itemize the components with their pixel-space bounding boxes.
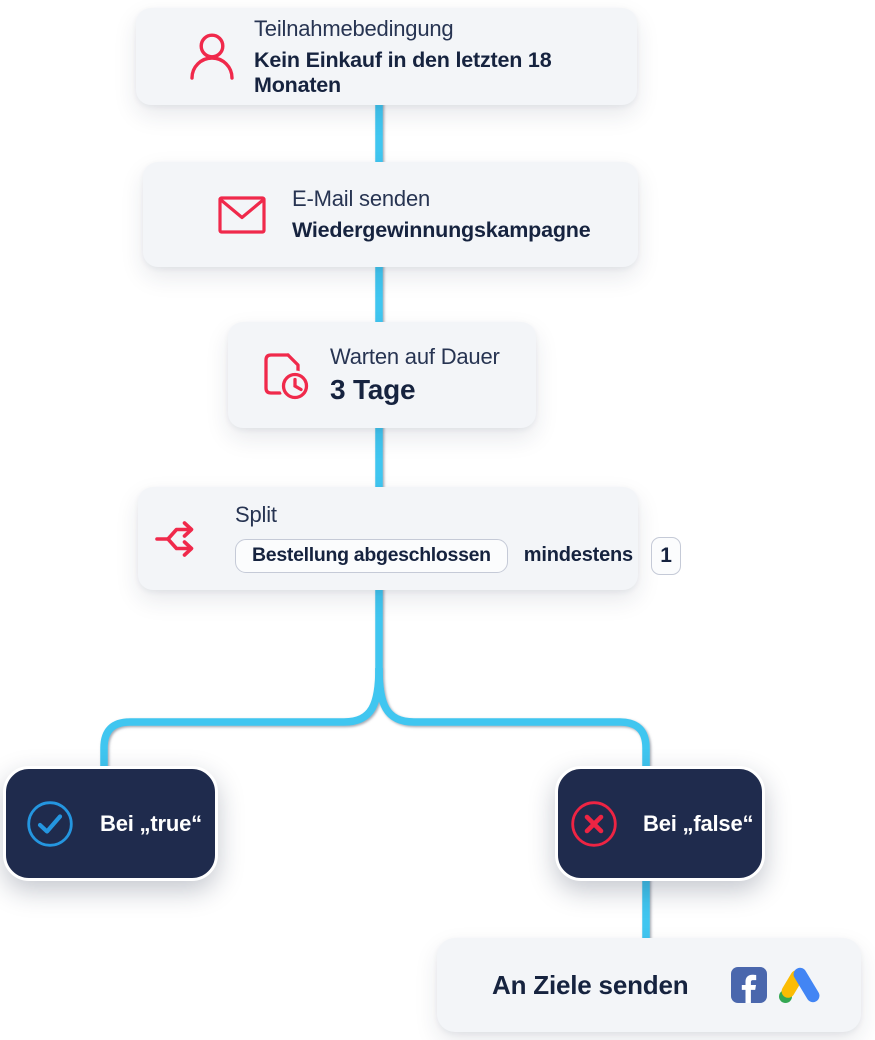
document-clock-icon	[264, 353, 311, 402]
node-split[interactable]: Split Bestellung abgeschlossen mindesten…	[138, 487, 681, 590]
node-branch-true[interactable]: Bei „true“	[3, 766, 218, 881]
node-send-to-targets[interactable]: An Ziele senden	[437, 938, 861, 1032]
facebook-icon	[731, 967, 767, 1003]
branch-false-connector	[375, 667, 650, 772]
google-ads-icon	[778, 965, 822, 1005]
branch-label: Bei „true“	[100, 810, 202, 836]
envelope-icon	[218, 195, 266, 234]
split-condition-pill[interactable]: Bestellung abgeschlossen	[235, 538, 508, 573]
node-entry-condition[interactable]: Teilnahmebedingung Kein Einkauf in den l…	[136, 8, 637, 105]
split-qualifier-label: mindestens	[523, 544, 633, 567]
node-title: Teilnahmebedingung	[254, 15, 454, 41]
node-branch-false[interactable]: Bei „false“	[555, 766, 765, 881]
check-circle-icon	[27, 800, 73, 847]
node-title: Split	[235, 502, 277, 528]
split-arrows-icon	[155, 520, 194, 557]
node-subtitle: 3 Tage	[330, 374, 416, 406]
person-icon	[190, 32, 234, 80]
node-subtitle: Wiedergewinnungskampagne	[292, 218, 591, 243]
node-wait-duration[interactable]: Warten auf Dauer 3 Tage	[228, 322, 536, 428]
x-circle-icon	[571, 800, 617, 847]
node-title: E-Mail senden	[292, 185, 431, 211]
split-count-box[interactable]: 1	[650, 536, 681, 575]
node-subtitle: Kein Einkauf in den letzten 18 Monaten	[254, 47, 552, 97]
node-send-email[interactable]: E-Mail senden Wiedergewinnungskampagne	[143, 162, 638, 267]
branch-true-connector	[100, 667, 383, 772]
branch-label: Bei „false“	[643, 810, 754, 836]
node-title: Warten auf Dauer	[330, 343, 500, 369]
node-title: An Ziele senden	[492, 969, 689, 1000]
